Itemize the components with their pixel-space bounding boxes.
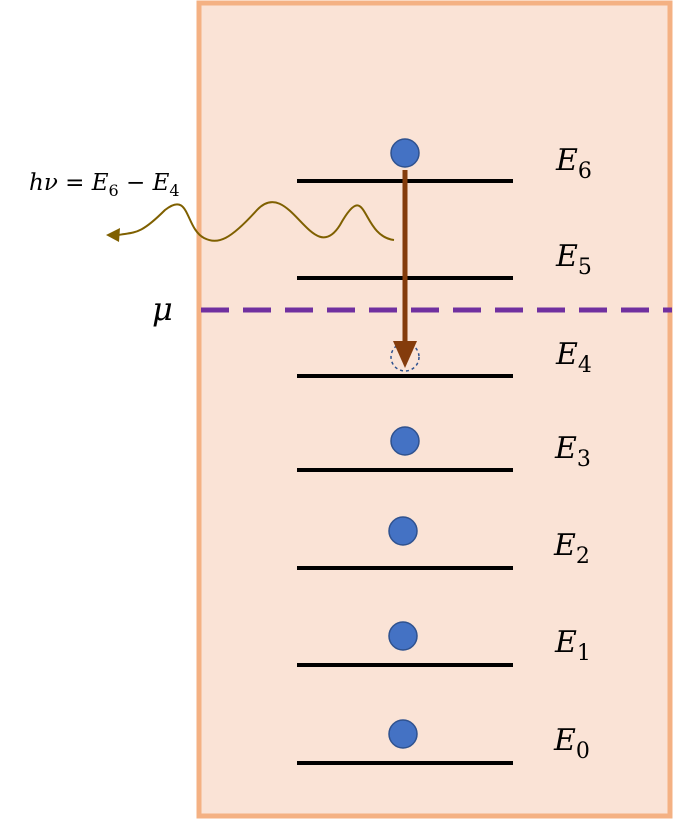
hole-level-4	[390, 342, 420, 372]
level-label-3: E3	[554, 431, 591, 472]
transition-arrow-head	[393, 341, 417, 368]
electron-level-3	[390, 426, 420, 456]
level-label-2: E2	[553, 528, 590, 569]
electron-level-6	[390, 138, 420, 168]
photon-arrow-head	[106, 228, 120, 242]
electron-level-1	[388, 621, 418, 651]
level-label-0: E0	[553, 723, 590, 764]
level-label-4: E4	[555, 337, 592, 378]
level-label-1: E1	[554, 625, 591, 666]
system-box	[196, 0, 673, 819]
level-label-6: E6	[555, 143, 592, 184]
electron-level-0	[388, 719, 418, 749]
level-label-5: E5	[555, 239, 592, 280]
electron-level-2	[388, 516, 418, 546]
photon-energy-label: hν = E6 − E4	[29, 170, 180, 200]
photon-wave	[117, 201, 395, 242]
chemical-potential-label: μ	[152, 290, 173, 328]
